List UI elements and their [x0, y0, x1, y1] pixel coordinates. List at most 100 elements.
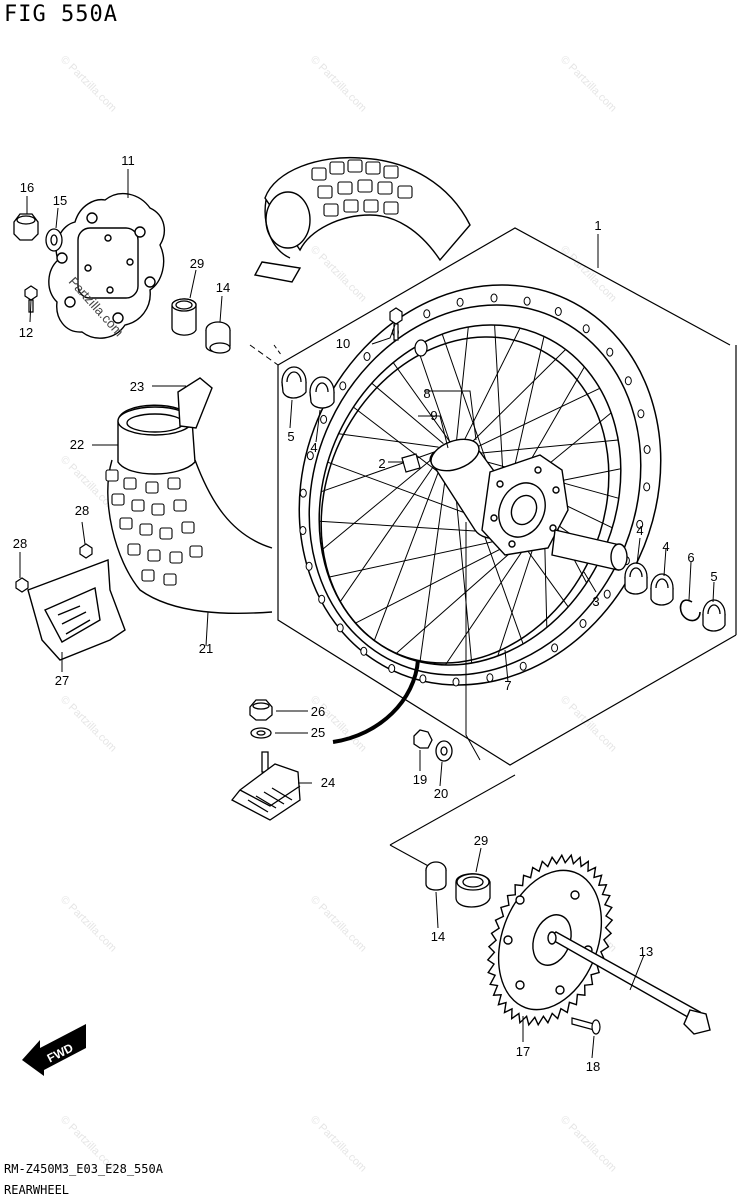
- rim-hole: [452, 677, 460, 687]
- leader-lines: [19, 169, 715, 1059]
- spoke: [321, 456, 436, 551]
- watermark-text: © Partzilla.com: [558, 54, 619, 115]
- callout-7: 7: [504, 678, 511, 693]
- spacer-29-lower: [455, 873, 491, 908]
- callout-9: 9: [430, 408, 437, 423]
- rim-hole: [603, 589, 611, 599]
- rim-hole: [423, 309, 431, 319]
- rim-hole: [643, 482, 651, 492]
- nut-26: [249, 699, 273, 721]
- rim-hole: [551, 643, 559, 653]
- axle-spacer: [551, 529, 628, 571]
- bearing-4-right-a: [624, 562, 648, 595]
- rim-hole: [523, 296, 531, 306]
- rim-hole: [336, 623, 344, 633]
- bolt-28-a: [15, 577, 29, 593]
- spoke: [373, 464, 442, 641]
- callout-5: 5: [287, 429, 294, 444]
- callout-15: 15: [53, 193, 67, 208]
- tire-cross-section: [105, 377, 273, 615]
- hub: [429, 438, 569, 556]
- callout-23: 23: [130, 379, 144, 394]
- callout-12: 12: [19, 325, 33, 340]
- rim-hole: [490, 293, 498, 303]
- callout-1: 1: [594, 218, 601, 233]
- fwd-direction-badge: FWD: [22, 1024, 86, 1076]
- rim-hole: [624, 376, 632, 386]
- rim-hole: [339, 381, 347, 391]
- rim-hole: [306, 451, 314, 461]
- callout-25: 25: [311, 725, 325, 740]
- callout-14: 14: [216, 280, 230, 295]
- rim-hole: [637, 409, 645, 419]
- watermark-text: © Partzilla.com: [558, 1114, 619, 1175]
- callout-17: 17: [516, 1044, 530, 1059]
- watermark-text: © Partzilla.com: [308, 1114, 369, 1175]
- spoke: [419, 467, 448, 662]
- callout-2: 2: [378, 456, 385, 471]
- bearing-4-right-b: [650, 573, 674, 606]
- watermark-text: © Partzilla.com: [308, 54, 369, 115]
- watermark-text: © Partzilla.com: [58, 54, 119, 115]
- rim-hole: [519, 661, 527, 671]
- rim-hole: [299, 526, 307, 535]
- rim-hole: [419, 674, 427, 684]
- rim-hole: [643, 445, 651, 454]
- rim-hole: [363, 352, 371, 361]
- washer-25: [250, 727, 272, 739]
- callout-8: 8: [423, 386, 430, 401]
- watermark-text: © Partzilla.com: [58, 894, 119, 955]
- bearing-4-left: [309, 376, 335, 409]
- callout-4: 4: [636, 523, 643, 538]
- nipple-2: [401, 453, 421, 473]
- callout-26: 26: [311, 704, 325, 719]
- callout-20: 20: [434, 786, 448, 801]
- bolt-28-b: [79, 543, 93, 559]
- rim-spoke-holes: [299, 293, 651, 687]
- watermark-text: © Partzilla.com: [58, 694, 119, 755]
- callout-13: 13: [639, 944, 653, 959]
- bolt-18: [571, 1017, 601, 1035]
- collar-14: [205, 321, 231, 354]
- washer-15: [45, 228, 63, 252]
- rim-hole: [305, 561, 313, 571]
- rim-hole: [554, 307, 562, 316]
- rim-hole: [318, 594, 326, 604]
- wheel-assembly-outline: [277, 227, 737, 766]
- callout-24: 24: [321, 775, 335, 790]
- rim-hole: [456, 297, 464, 307]
- callout-16: 16: [20, 180, 34, 195]
- callout-28: 28: [13, 536, 27, 551]
- callout-11: 11: [121, 153, 135, 168]
- tire-section-top: [253, 156, 471, 283]
- spoke: [371, 382, 444, 444]
- rim-hole: [606, 347, 614, 357]
- spoke: [338, 433, 439, 448]
- spoke: [416, 345, 451, 442]
- callout-6: 6: [687, 550, 694, 565]
- circlip-6: [679, 599, 701, 622]
- nut-16: [13, 213, 39, 241]
- rim-hole: [582, 324, 590, 334]
- callout-19: 19: [413, 772, 427, 787]
- rim-hole: [320, 414, 328, 424]
- rim-lock-24: [231, 751, 301, 821]
- callout-5: 5: [710, 569, 717, 584]
- bolt-12: [24, 285, 38, 313]
- washer-20: [435, 740, 453, 762]
- callout-10: 10: [336, 336, 350, 351]
- oil-seal-5-right: [702, 599, 726, 632]
- spoke: [474, 439, 619, 455]
- callout-27: 27: [55, 673, 69, 688]
- callout-28: 28: [75, 503, 89, 518]
- disc-guard: [27, 559, 126, 661]
- callout-29: 29: [190, 256, 204, 271]
- figure-code: RM-Z450M3_E03_E28_550A: [4, 1162, 163, 1176]
- rim-lock-cable: [332, 659, 420, 744]
- callout-labels: 1234445567891011121314141516171819202122…: [13, 153, 718, 1074]
- callout-21: 21: [199, 641, 213, 656]
- spoke: [462, 327, 521, 443]
- valve-10: [389, 307, 428, 357]
- callout-4: 4: [662, 539, 669, 554]
